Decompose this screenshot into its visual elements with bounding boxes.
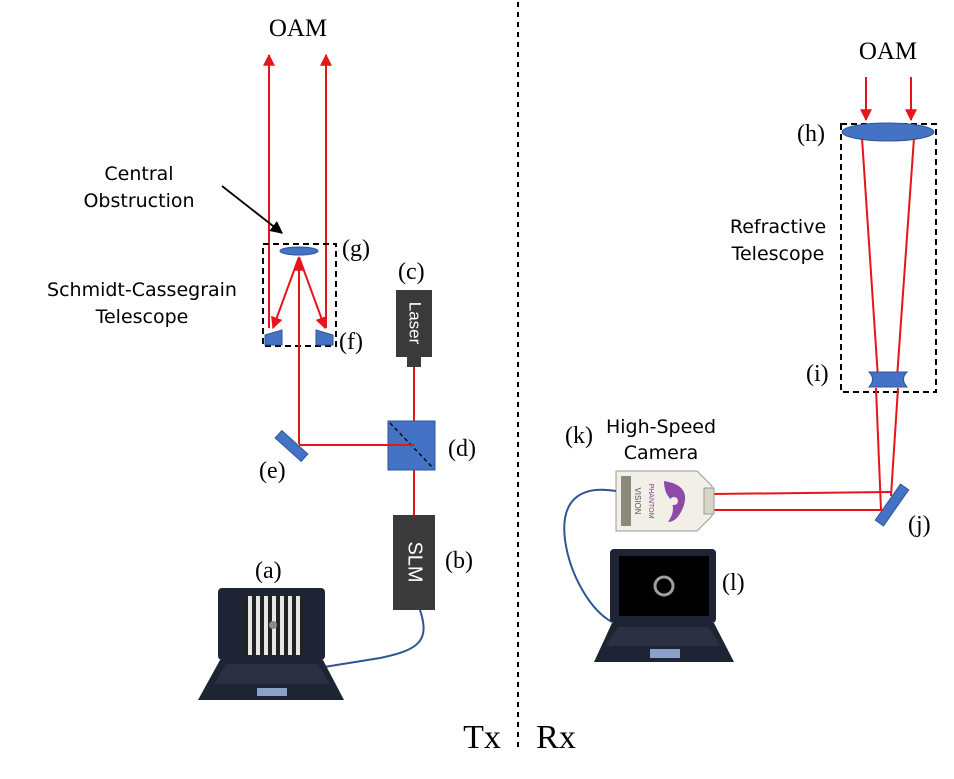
label-i: (i) [806, 361, 829, 387]
slm-device [393, 515, 435, 610]
tx-spoke-center [269, 621, 277, 629]
label-d: (d) [448, 436, 476, 462]
fold-mirror-j [874, 483, 910, 527]
label-a: (a) [255, 558, 282, 584]
label-h: (h) [797, 121, 825, 147]
refractive-label-line2: Telescope [731, 243, 825, 265]
label-k: (k) [565, 423, 593, 449]
tx-beam-diverge-right [298, 256, 327, 330]
rx-oam-ring [653, 575, 675, 597]
camera-brand-sub: VISION [633, 487, 642, 514]
central-obstruction-line1: Central [104, 163, 173, 185]
primary-mirror-right-f [315, 329, 334, 346]
secondary-mirror-g [279, 246, 319, 256]
laser-text: Laser [406, 302, 425, 345]
laser-aperture [407, 357, 421, 367]
camera-label-line2: Camera [624, 442, 699, 464]
label-g: (g) [342, 236, 370, 262]
primary-mirror-left-f [264, 329, 283, 346]
label-c: (c) [398, 259, 425, 285]
high-speed-camera: VISION PHANTOM [615, 470, 715, 532]
tx-side-label: Tx [463, 719, 501, 756]
rx-beam-down-right [890, 387, 899, 497]
rx-beam-converge-left [861, 137, 879, 379]
laser-device [396, 290, 432, 357]
rx-side-label: Rx [536, 719, 576, 756]
rx-beam-down-left [875, 387, 882, 511]
label-j: (j) [908, 512, 931, 538]
rx-beam-to-camera-top [711, 491, 892, 495]
refractive-telescope-box [840, 123, 937, 393]
slm-text: SLM [404, 541, 426, 582]
rx-cable [563, 488, 617, 623]
label-b: (b) [445, 548, 473, 574]
label-f: (f) [339, 329, 363, 355]
tx-beam-diverge-left [271, 256, 300, 330]
receiver-side: OAM Refractive Telescope (h) (i) (j) (k)… [536, 38, 937, 756]
objective-lens-h [841, 122, 935, 142]
rx-beam-converge-right [896, 137, 915, 379]
camera-label-line1: High-Speed [606, 416, 716, 438]
tx-cable [317, 609, 425, 669]
label-e: (e) [259, 458, 286, 484]
schmidt-label-line2: Telescope [95, 306, 189, 328]
fold-mirror-e [274, 429, 309, 463]
central-obstruction-pointer [221, 185, 283, 234]
tx-oam-label: OAM [269, 15, 327, 42]
label-l: (l) [722, 570, 745, 596]
rx-oam-label: OAM [859, 38, 917, 65]
central-obstruction-line2: Obstruction [83, 190, 194, 212]
schmidt-label-line1: Schmidt-Cassegrain [47, 279, 237, 301]
rx-laptop [594, 549, 734, 662]
camera-brand: PHANTOM [647, 484, 654, 519]
eyepiece-lens-i [867, 371, 909, 388]
tx-laptop [198, 588, 344, 700]
transmitter-side: OAM Central Obstruction Schmidt-Cassegra… [47, 15, 501, 756]
refractive-label-line1: Refractive [730, 216, 826, 238]
